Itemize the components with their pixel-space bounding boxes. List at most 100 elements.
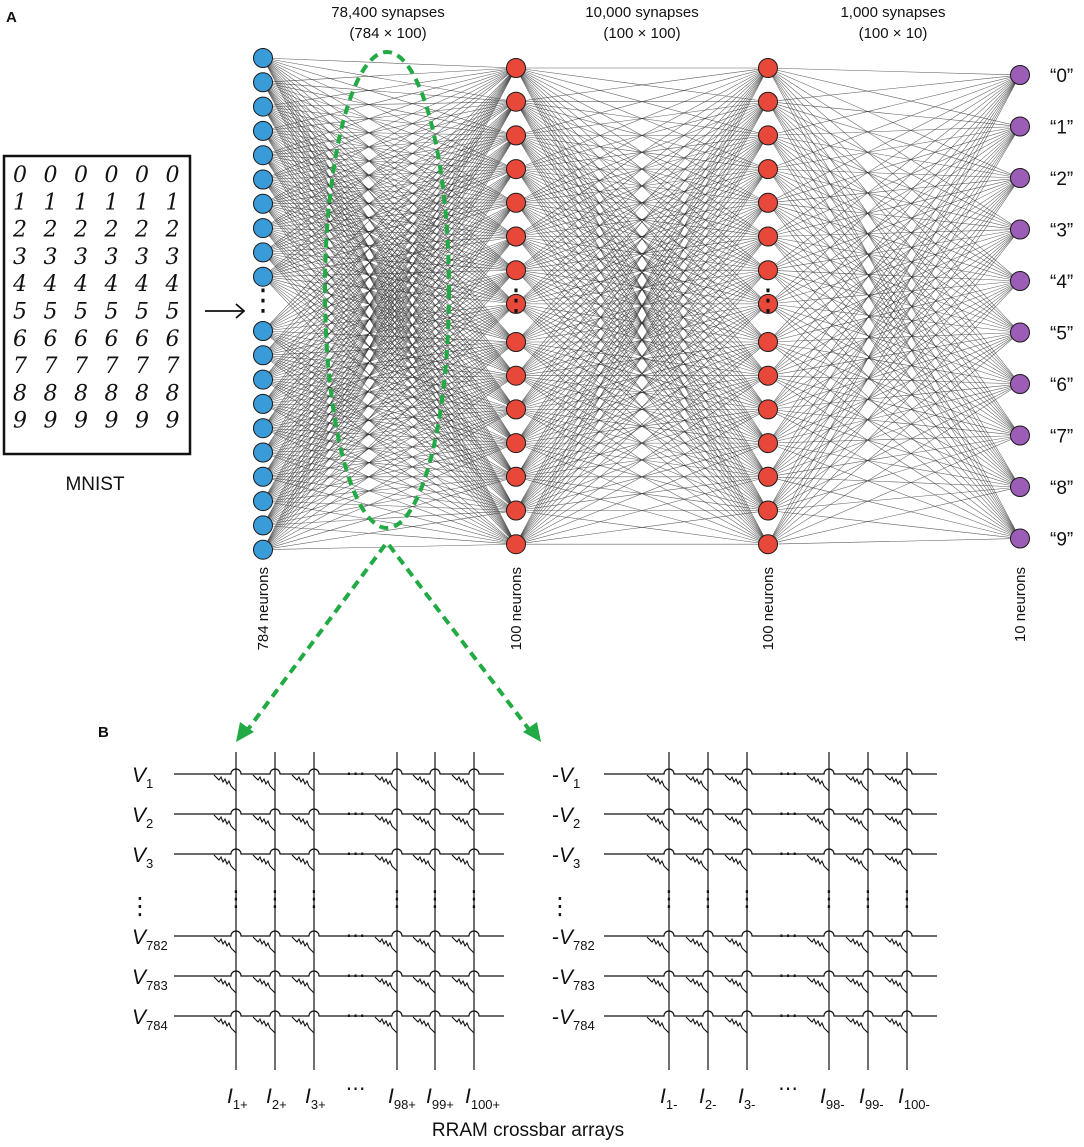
neuron — [506, 365, 526, 386]
mnist-digit: 0 — [44, 163, 58, 188]
synapse-count-1: 78,400 synapses — [331, 4, 444, 21]
row-ellipsis: ⋯ — [346, 763, 366, 785]
synapse-line — [262, 82, 517, 204]
column-ellipsis: ⋮ — [896, 886, 918, 911]
synapse-line — [767, 101, 1021, 333]
synapse-line — [262, 130, 517, 477]
synapse-line — [767, 486, 1021, 511]
rram-memristor — [213, 976, 237, 994]
synapse-line — [767, 168, 1021, 488]
synapse-line — [767, 332, 1021, 444]
synapse-connections — [262, 57, 1021, 550]
synapse-line — [262, 135, 517, 253]
output-label-8: “8” — [1050, 478, 1073, 499]
synapse-line — [262, 476, 517, 526]
synapse-line — [262, 236, 517, 550]
synapse-line — [262, 135, 517, 453]
synapse-line — [262, 202, 517, 526]
neuron — [1010, 425, 1030, 446]
row-wire — [174, 1010, 504, 1017]
synapse-line — [767, 383, 1021, 545]
synapse-line — [262, 227, 517, 271]
synapse-line — [262, 252, 517, 511]
layer-1-neurons — [253, 48, 273, 560]
synapse-line — [262, 276, 517, 444]
synapse-line — [767, 442, 1021, 539]
mnist-digit: 7 — [166, 354, 180, 379]
synapse-line — [515, 375, 769, 545]
rram-memristor — [374, 854, 398, 872]
synapse-line — [262, 179, 517, 305]
synapse-line — [767, 101, 1021, 179]
layer3-ellipsis: ⋮ — [753, 284, 783, 317]
synapse-line — [262, 236, 517, 502]
synapse-line — [515, 67, 769, 170]
synapse-line — [262, 252, 517, 305]
row-wire — [174, 808, 504, 815]
synapse-line — [262, 154, 517, 271]
synapse-line — [767, 435, 1021, 478]
synapse-line — [767, 177, 1021, 545]
synapse-line — [767, 67, 1021, 385]
row-wire — [174, 768, 504, 775]
mnist-digit: 3 — [135, 245, 149, 270]
synapse-line — [767, 280, 1021, 511]
synapse-line — [262, 236, 517, 253]
rram-memristor — [374, 1016, 398, 1034]
synapse-line — [767, 476, 1021, 539]
mnist-digit: 7 — [13, 354, 27, 379]
synapse-line — [262, 375, 517, 550]
synapse-line — [767, 126, 1021, 237]
column-ellipsis: ⋮ — [424, 886, 446, 911]
synapse-line — [767, 126, 1021, 305]
synapse-line — [767, 280, 1021, 376]
synapse-line — [767, 229, 1021, 511]
rram-memristor — [646, 774, 670, 792]
neuron — [253, 491, 273, 512]
neuron — [506, 159, 526, 180]
rram-memristor — [724, 774, 748, 792]
layer-4-neurons — [1010, 65, 1030, 549]
synapse-line — [262, 101, 517, 502]
synapse-line — [262, 303, 517, 405]
mnist-digit: 9 — [74, 409, 88, 434]
synapse-line — [515, 101, 769, 545]
mnist-digit: 2 — [12, 218, 27, 243]
synapse-line — [515, 442, 769, 545]
synapse-line — [262, 500, 517, 545]
mnist-digit: 7 — [44, 354, 58, 379]
synapse-line — [262, 154, 517, 305]
neuron — [1010, 168, 1030, 188]
synapse-line — [767, 229, 1021, 343]
synapse-line — [767, 177, 1021, 305]
synapse-line — [767, 126, 1021, 477]
column-ellipsis: ⋮ — [857, 886, 879, 911]
neuron — [253, 466, 273, 487]
synapse-line — [262, 106, 517, 343]
synapse-line — [262, 179, 517, 271]
panel-b-label: B — [98, 724, 109, 741]
neuron — [758, 58, 778, 78]
synapse-line — [262, 101, 517, 180]
rram-memristor — [213, 1016, 237, 1034]
synapse-line — [262, 135, 517, 156]
synapse-line — [262, 341, 517, 526]
synapse-line — [767, 74, 1021, 511]
mnist-digit: 8 — [13, 381, 27, 406]
rram-memristor — [806, 774, 830, 792]
synapse-line — [262, 135, 517, 526]
voltage-label: -V3 — [552, 844, 580, 871]
synapse-line — [767, 74, 1021, 376]
neuron — [758, 192, 778, 213]
synapse-line — [262, 236, 517, 526]
synapse-line — [515, 67, 769, 376]
rram-memristor — [291, 854, 315, 872]
crossbar-title: RRAM crossbar arrays — [432, 1120, 624, 1141]
synapse-line — [515, 67, 769, 511]
rram-memristor — [213, 854, 237, 872]
synapse-line — [767, 280, 1021, 478]
mnist-digit: 9 — [135, 409, 149, 434]
row-wire — [174, 930, 504, 937]
synapse-line — [262, 403, 517, 478]
neuron — [1010, 271, 1030, 291]
